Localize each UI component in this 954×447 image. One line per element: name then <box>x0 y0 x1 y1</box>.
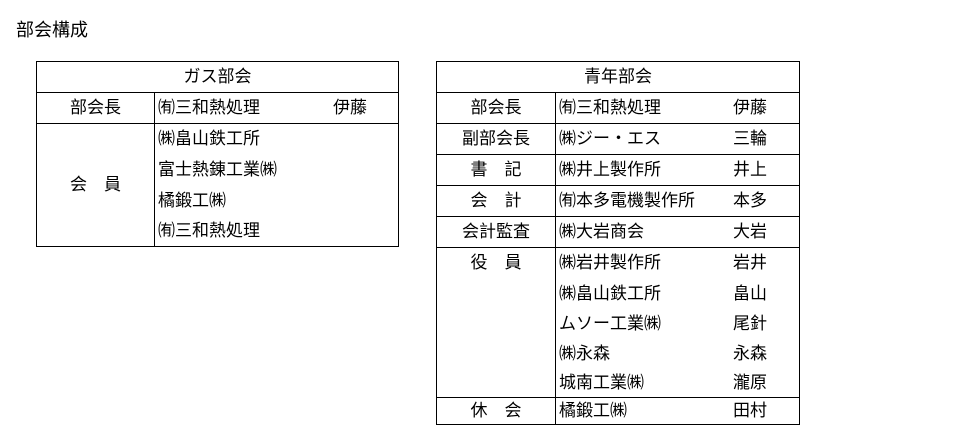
company-name: ㈱井上製作所 <box>559 160 661 180</box>
person-name: 瀧原 <box>733 373 767 393</box>
company-name: ムソー工業㈱ <box>559 314 661 334</box>
company-name: ㈱大岩商会 <box>559 222 644 242</box>
company-name: ㈱畠山鉄工所 <box>158 129 260 149</box>
role-label: 会 計 <box>437 186 556 216</box>
company-name: ㈲三和熱処理 <box>559 98 661 118</box>
table-row: 副部会長㈱ジー・エス 三輪 <box>437 124 799 155</box>
table-row: 会計監査㈱大岩商会 大岩 <box>437 217 799 248</box>
company-name: ㈲本多電機製作所 <box>559 191 695 211</box>
table-title: ガス部会 <box>37 62 398 93</box>
table-row: 会 員 ㈱畠山鉄工所 富士熱錬工業㈱ 橘鍛工㈱ ㈲三和熱処理 <box>37 124 398 246</box>
company-name: 橘鍛工㈱ <box>559 401 627 421</box>
role-label: 役 員 <box>437 248 556 397</box>
company-name: ㈲三和熱処理 <box>158 221 260 241</box>
person-name: 尾針 <box>733 314 767 334</box>
page-title: 部会構成 <box>16 20 88 41</box>
youth-committee-table: 青年部会 部会長㈲三和熱処理 伊藤副部会長㈱ジー・エス 三輪書 記㈱井上製作所 井上会… <box>436 61 800 425</box>
role-label: 部会長 <box>437 93 556 123</box>
table-row: 休 会 橘鍛工㈱ 田村 <box>437 398 799 424</box>
role-label: 副部会長 <box>437 124 556 154</box>
company-name: 富士熱錬工業㈱ <box>158 160 277 180</box>
table-row: 役 員 ㈱岩井製作所 岩井 ㈱畠山鉄工所 畠山 ムソー工業㈱ 尾針 ㈱永森 永森… <box>437 248 799 398</box>
table-row: 書 記㈱井上製作所 井上 <box>437 155 799 186</box>
role-label: 会計監査 <box>437 217 556 247</box>
company-name: ㈱畠山鉄工所 <box>559 284 661 304</box>
company-name: ㈲三和熱処理 <box>158 98 260 118</box>
role-label: 休 会 <box>437 398 556 424</box>
person-name: 伊藤 <box>733 98 767 118</box>
company-name: ㈱ジー・エス <box>559 129 661 149</box>
person-name: 永森 <box>733 344 767 364</box>
person-name: 三輪 <box>733 129 767 149</box>
role-label: 会 員 <box>37 124 155 246</box>
person-name: 本多 <box>733 191 767 211</box>
company-name: 橘鍛工㈱ <box>158 191 226 211</box>
person-name: 大岩 <box>733 222 767 242</box>
person-name: 田村 <box>733 401 767 421</box>
table-row: 会 計㈲本多電機製作所 本多 <box>437 186 799 217</box>
role-label: 書 記 <box>437 155 556 185</box>
table-title: 青年部会 <box>437 62 799 93</box>
company-name: 城南工業㈱ <box>559 373 644 393</box>
company-name: ㈱岩井製作所 <box>559 253 661 273</box>
role-label: 部会長 <box>37 93 155 123</box>
gas-committee-table: ガス部会 部会長 ㈲三和熱処理 伊藤 会 員 ㈱畠山鉄工所 富士熱錬工業㈱ 橘鍛… <box>36 61 399 247</box>
table-row: 部会長 ㈲三和熱処理 伊藤 <box>37 93 398 124</box>
person-name: 井上 <box>733 160 767 180</box>
table-row: 部会長㈲三和熱処理 伊藤 <box>437 93 799 124</box>
person-name: 畠山 <box>733 284 767 304</box>
person-name: 伊藤 <box>333 98 367 118</box>
company-name: ㈱永森 <box>559 344 610 364</box>
person-name: 岩井 <box>733 253 767 273</box>
